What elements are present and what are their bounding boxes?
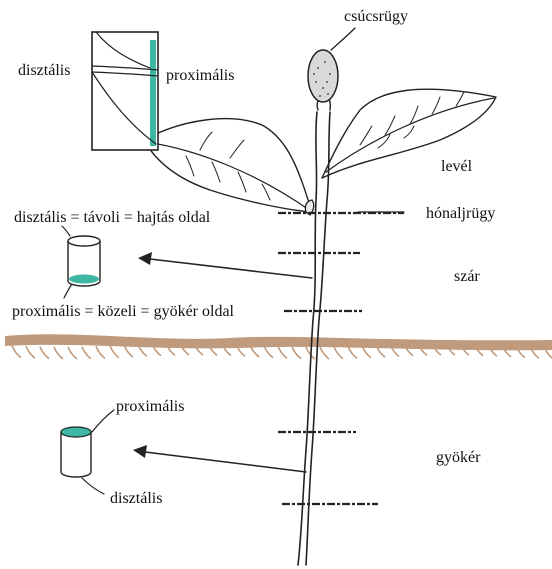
label-inset-distal: disztális [18, 62, 70, 79]
label-root-piece-top: proximális [116, 398, 184, 415]
root-top-leader [92, 410, 114, 432]
stem-bottom-leader [64, 284, 72, 298]
root-piece-cylinder [61, 427, 91, 477]
label-stem-piece-bottom: proximális = közeli = gyökér oldal [12, 303, 235, 320]
root-bottom-leader [82, 478, 104, 494]
cut-lines [278, 213, 404, 504]
soil-hair [110, 346, 119, 358]
stem-arrow [150, 259, 312, 278]
soil-hair [96, 346, 105, 358]
soil-hair [292, 347, 301, 359]
label-root: gyökér [436, 449, 481, 466]
soil-hair [320, 347, 329, 359]
soil-hair [82, 347, 91, 359]
soil-hair [334, 347, 343, 359]
label-leaf: levél [441, 158, 473, 175]
soil-hair [54, 347, 63, 359]
root-arrow [145, 452, 306, 472]
root-piece-proximal-face [61, 427, 91, 437]
stem-top-leader [62, 226, 70, 236]
apical-bud [308, 50, 338, 110]
soil-hair [68, 347, 77, 359]
soil-hair [264, 346, 273, 358]
soil-hair [278, 346, 287, 358]
label-inset-proximal: proximális [166, 67, 234, 84]
arrows [133, 252, 312, 472]
label-apical-bud: csúcsrügy [344, 8, 408, 25]
label-stem: szár [454, 268, 480, 285]
label-stem-piece-top: disztális = távoli = hajtás oldal [14, 209, 211, 226]
soil-hair [124, 345, 133, 357]
soil-hair [12, 346, 21, 358]
label-root-piece-bottom: disztális [110, 490, 162, 507]
soil-hair [40, 347, 49, 359]
stem-piece-proximal-face [69, 275, 99, 284]
label-axillary-bud: hónaljrügy [426, 205, 495, 222]
soil-hair [26, 346, 35, 358]
stem-piece-cylinder [68, 236, 100, 286]
left-leaf [144, 119, 312, 212]
soil-hair [348, 346, 357, 358]
inset-proximal-face [150, 40, 156, 146]
inset-stem-section [92, 32, 158, 150]
soil-surface [5, 334, 552, 359]
apical-bud-pointer [331, 28, 355, 50]
